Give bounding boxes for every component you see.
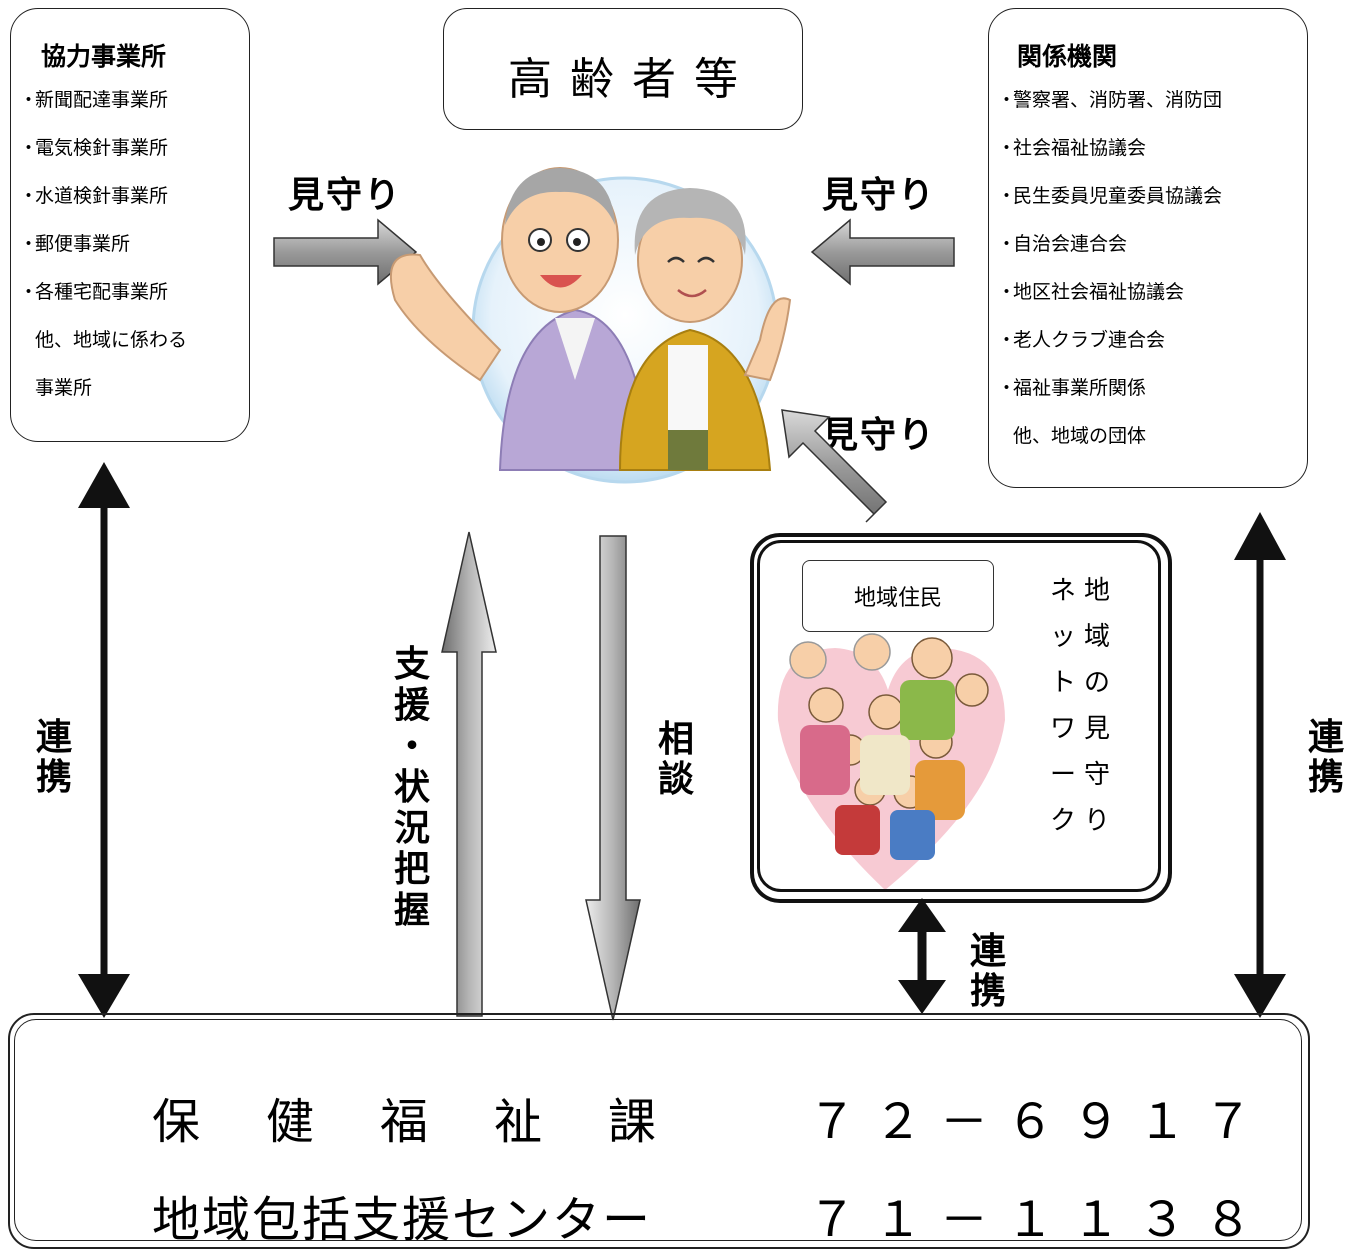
list-item: ・社会福祉協議会 <box>997 137 1147 159</box>
coordination-arrow-left <box>78 462 130 1018</box>
elderly-title-box: 高齢者等 <box>443 8 803 130</box>
support-center-phone: ７１－１１３８ <box>808 1192 1271 1248</box>
watch-label-right: 見守り <box>822 175 937 216</box>
watch-arrow-diagonal <box>781 409 888 523</box>
cooperating-businesses-title: 協力事業所 <box>41 42 167 71</box>
related-agencies-title: 関係機関 <box>1017 42 1118 71</box>
elderly-couple-illustration <box>390 167 792 484</box>
watch-arrow-left <box>810 218 955 286</box>
residents-label-box: 地域住民 <box>802 560 994 632</box>
list-item: ・郵便事業所 <box>19 233 131 255</box>
coordination-label-community: 連携 <box>969 931 1006 1012</box>
consultation-arrow-down <box>585 535 641 1021</box>
list-item: ・地区社会福祉協議会 <box>997 281 1185 303</box>
network-column-left: ネットワーク <box>1049 576 1076 836</box>
watch-label-left: 見守り <box>288 175 403 216</box>
consultation-label: 相談 <box>657 719 694 800</box>
list-item: ・老人クラブ連合会 <box>997 329 1166 351</box>
list-item: ・水道検針事業所 <box>19 185 169 207</box>
elderly-title: 高齢者等 <box>508 54 756 105</box>
coordination-label-left: 連携 <box>35 717 72 798</box>
list-item: ・電気検針事業所 <box>19 137 169 159</box>
health-welfare-dept-name: 保健福祉課 <box>152 1094 723 1150</box>
contact-box-outer <box>8 1013 1310 1249</box>
list-item: ・警察署、消防署、消防団 <box>997 89 1223 111</box>
support-status-label: 支援・状況把握 <box>393 644 430 931</box>
health-welfare-dept-phone: ７２－６９１７ <box>808 1094 1271 1150</box>
list-item: 他、地域の団体 <box>1013 425 1147 447</box>
network-column-right: 地域の見守り <box>1083 576 1110 836</box>
community-residents-illustration <box>777 633 1005 890</box>
community-box <box>757 540 1161 892</box>
related-agencies-box: 関係機関 ・警察署、消防署、消防団 ・社会福祉協議会 ・民生委員児童委員協議会 … <box>988 8 1308 488</box>
related-agencies-list: ・警察署、消防署、消防団 ・社会福祉協議会 ・民生委員児童委員協議会 ・自治会連… <box>997 87 1222 471</box>
cooperating-businesses-list: ・新聞配達事業所 ・電気検針事業所 ・水道検針事業所 ・郵便事業所 ・各種宅配事… <box>19 87 187 423</box>
list-item: 事業所 <box>35 377 93 399</box>
list-item: 他、地域に係わる <box>35 329 188 351</box>
community-box-outer <box>750 533 1172 903</box>
coordination-label-right: 連携 <box>1307 717 1344 798</box>
list-item: ・自治会連合会 <box>997 233 1128 255</box>
residents-label: 地域住民 <box>853 586 942 611</box>
cooperating-businesses-box: 協力事業所 ・新聞配達事業所 ・電気検針事業所 ・水道検針事業所 ・郵便事業所 … <box>10 8 250 442</box>
support-arrow-up <box>441 531 497 1017</box>
coordination-arrow-community <box>898 898 946 1014</box>
support-center-name: 地域包括支援センター <box>152 1192 653 1248</box>
watch-label-community: 見守り <box>822 415 937 456</box>
list-item: ・民生委員児童委員協議会 <box>997 185 1223 207</box>
contact-box <box>14 1019 1302 1241</box>
list-item: ・新聞配達事業所 <box>19 89 169 111</box>
list-item: ・各種宅配事業所 <box>19 281 169 303</box>
list-item: ・福祉事業所関係 <box>997 377 1147 399</box>
coordination-arrow-right <box>1234 512 1286 1018</box>
